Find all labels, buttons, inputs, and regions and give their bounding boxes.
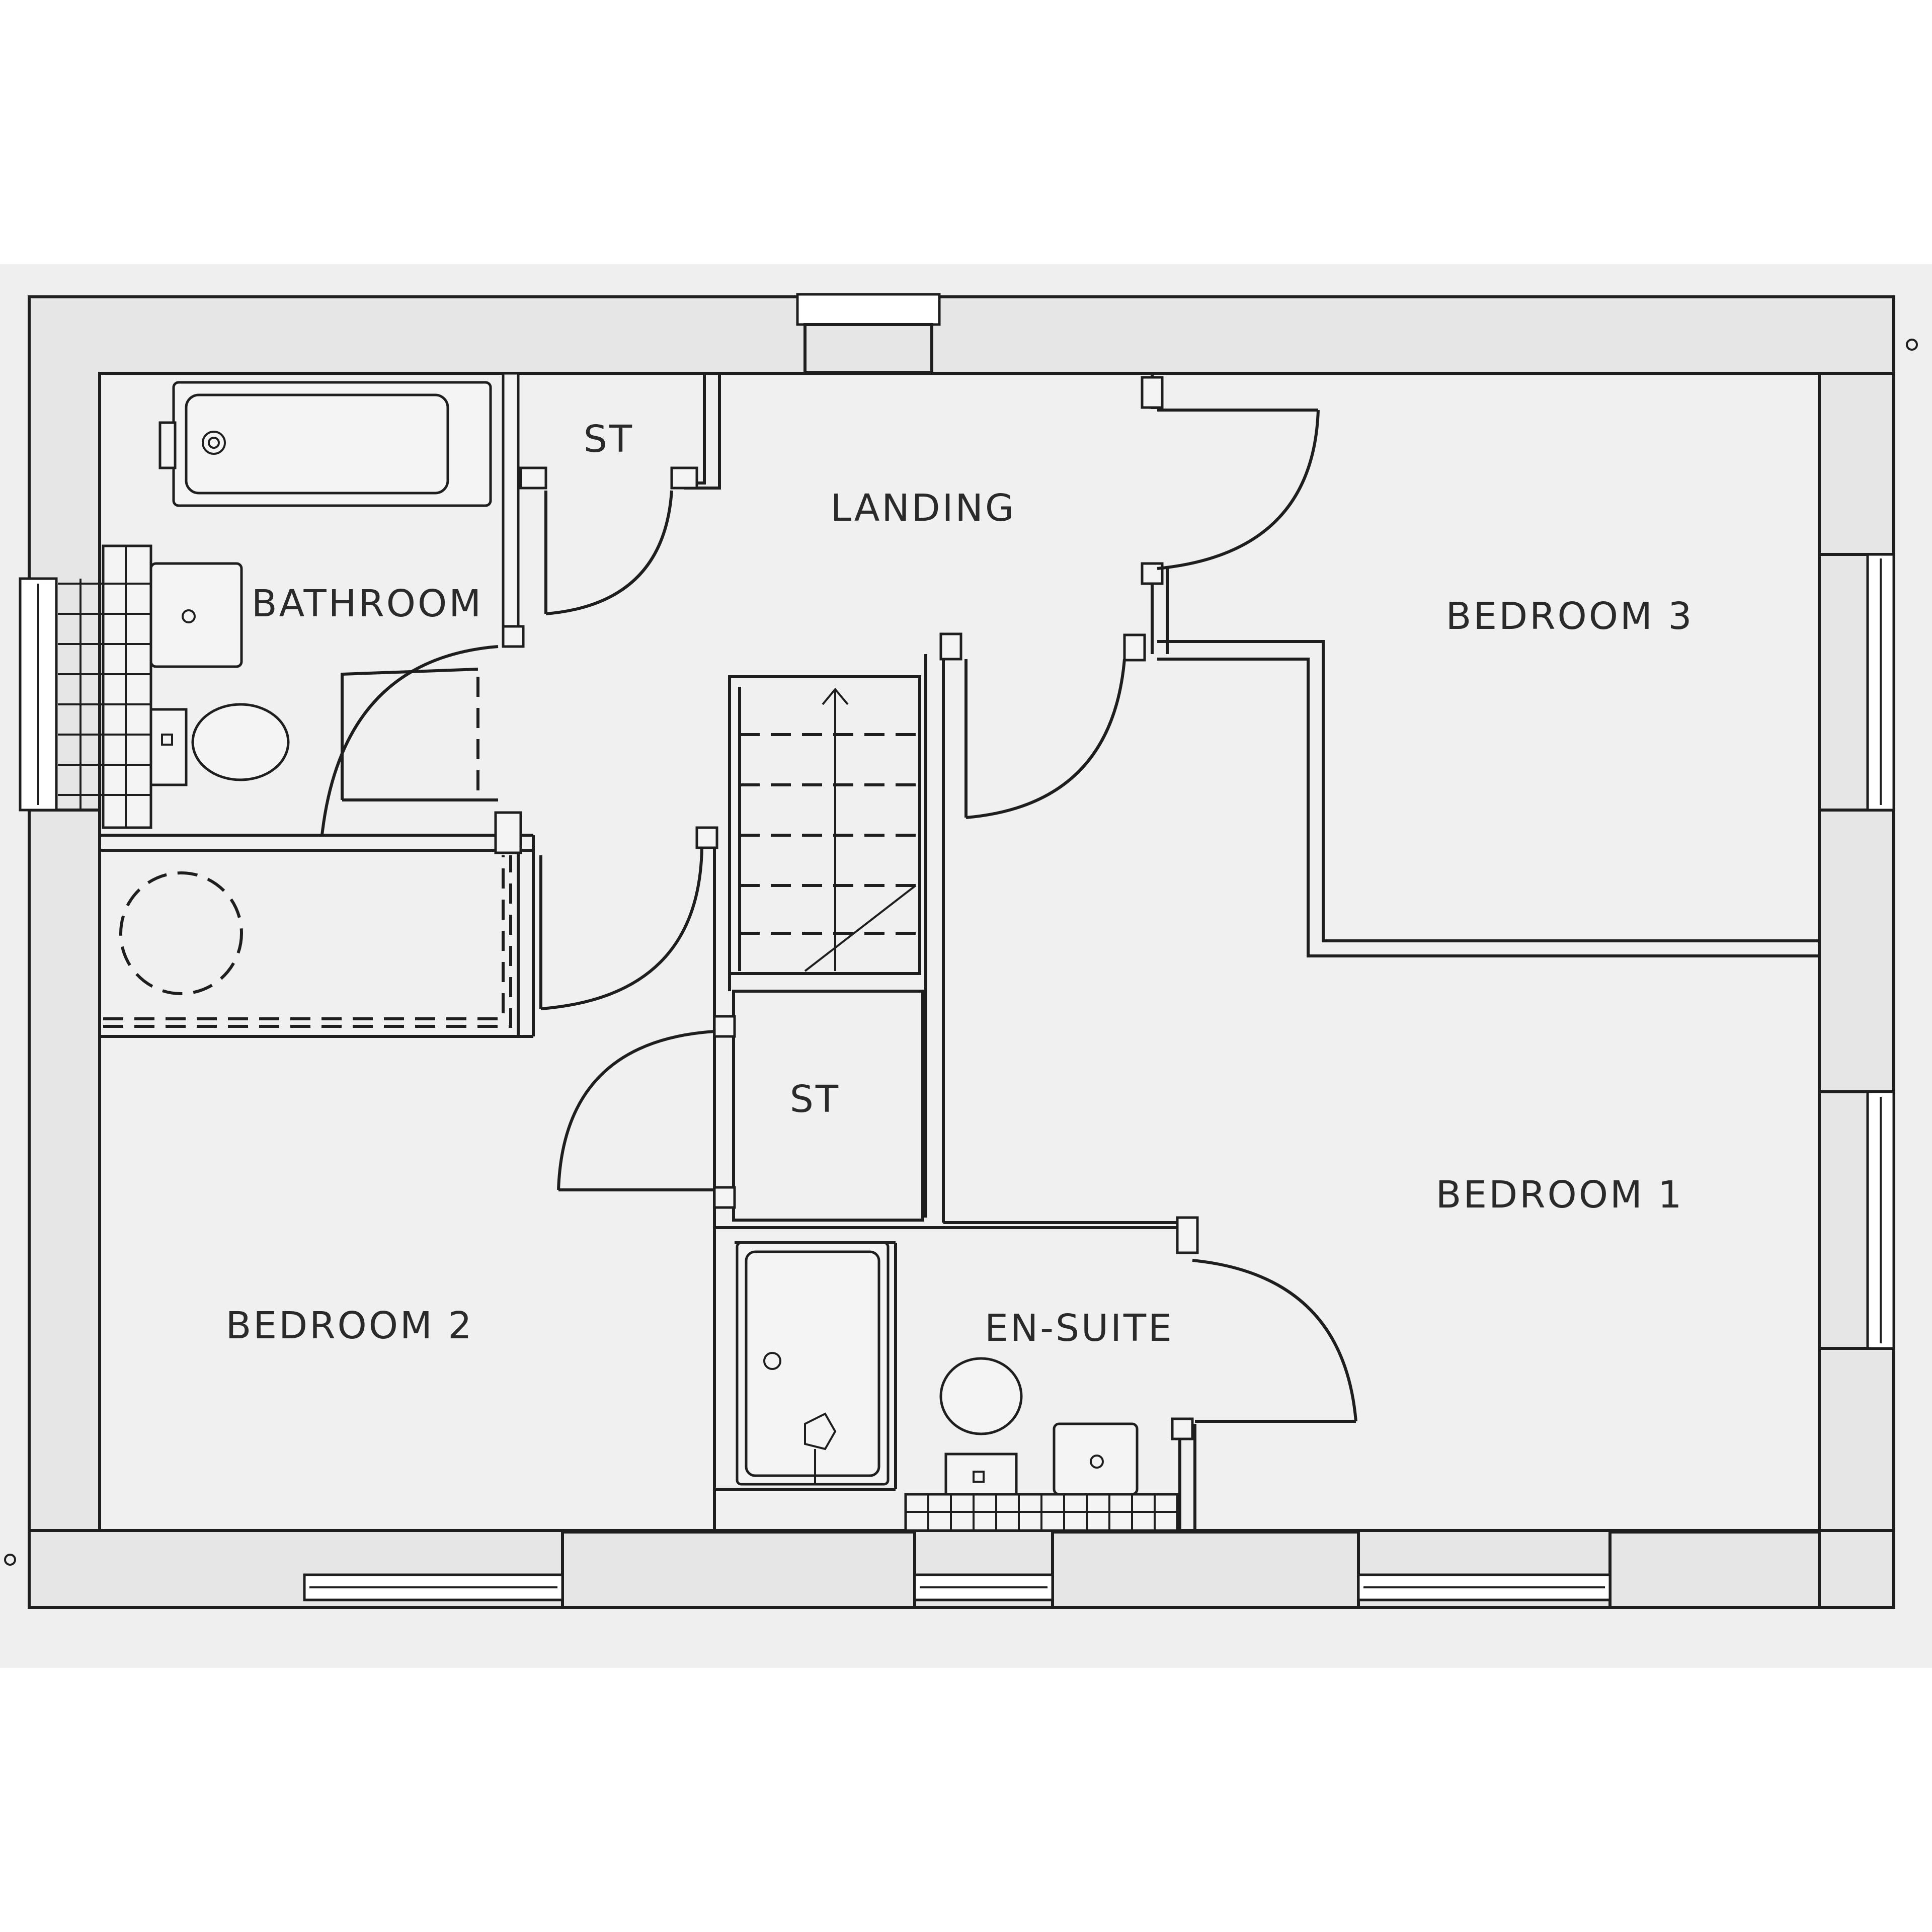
window-bottom-mid [913,1573,1054,1601]
shower-tray [736,1241,890,1486]
bathroom-basin [149,562,243,668]
window-right-top [1866,553,1895,812]
bathroom-toilet [149,703,290,786]
doors [320,409,1357,1423]
window-right-bottom [1866,1090,1895,1350]
marker-dot-right [1906,339,1918,351]
label-landing: LANDING [831,487,1016,530]
label-store-top: ST [584,418,634,461]
bathroom-tiles [58,544,152,829]
wall-pier-left [28,809,101,1532]
label-bedroom-1: BEDROOM 1 [1436,1173,1684,1217]
bathtub [158,381,492,507]
wall-pier-right-1 [1818,809,1895,1093]
label-bedroom-3: BEDROOM 3 [1446,595,1694,638]
ensuite-tiles [904,1493,1179,1532]
wall-pier-right-0 [1818,372,1895,556]
label-bathroom: BATHROOM [252,582,483,625]
label-store-mid: ST [790,1078,840,1121]
window-bottom-right [1357,1573,1612,1601]
airing-cupboard [103,855,512,1028]
marker-dot-left [4,1554,16,1566]
staircase [738,687,920,972]
wall-pier-bottom-1 [561,1531,916,1609]
wall-pier-bottom-3 [1608,1531,1821,1609]
ensuite-toilet [939,1357,1023,1496]
window-top [796,293,941,374]
ensuite-basin [1053,1422,1139,1496]
internal-floor [98,372,1821,1532]
label-ensuite: EN-SUITE [985,1307,1174,1350]
wall-pier-bottom-2 [1051,1531,1360,1609]
wall-pier-right-2 [1818,1347,1895,1532]
wall-posts [494,376,1194,1440]
label-bedroom-2: BEDROOM 2 [226,1304,474,1347]
internal-walls [100,372,1819,1531]
window-bottom-left [303,1573,564,1601]
window-left [19,577,58,812]
